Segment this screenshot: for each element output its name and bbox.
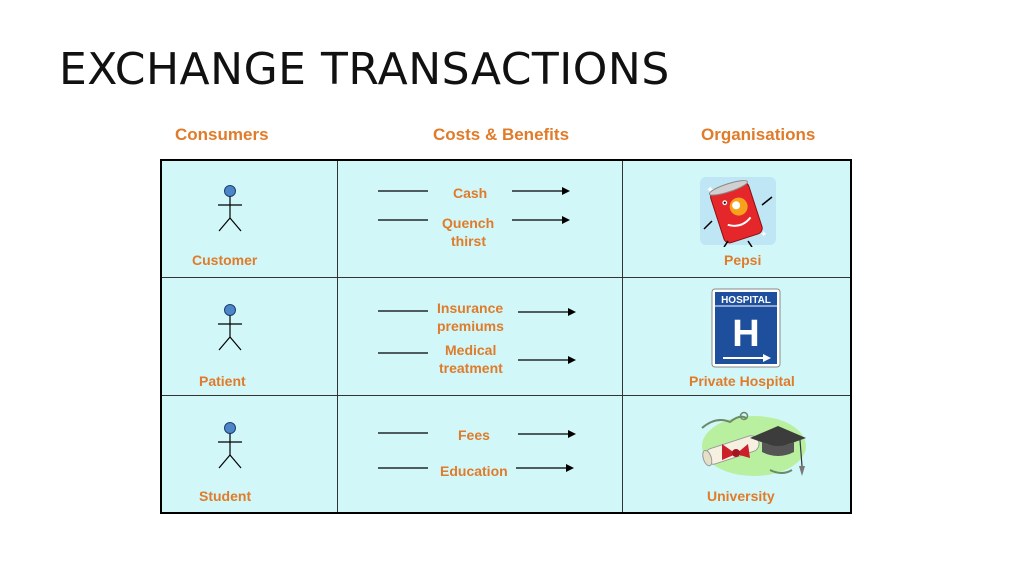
stick-figure-icon xyxy=(218,185,242,232)
plain-line xyxy=(378,310,428,312)
cost-label-cash: Cash xyxy=(453,185,488,201)
arrow-right-icon xyxy=(512,187,570,195)
arrow-right-icon xyxy=(516,464,574,472)
exchange-table: Customer Cash Quench thirst ✦ ✦ Pepsi Pa… xyxy=(160,159,852,514)
row-divider xyxy=(162,395,850,396)
header-organisations: Organisations xyxy=(701,125,816,144)
cost-label-medical: Medical xyxy=(445,342,497,358)
consumer-label-customer: Customer xyxy=(192,252,258,268)
header-costs-benefits: Costs & Benefits xyxy=(433,125,570,144)
page-title: EXCHANGE TRANSACTIONS xyxy=(59,44,670,95)
plain-line xyxy=(378,219,428,221)
arrow-right-icon xyxy=(512,216,570,224)
org-label-pepsi: Pepsi xyxy=(724,252,762,268)
org-label-university: University xyxy=(707,488,775,504)
consumer-label-student: Student xyxy=(199,488,252,504)
cost-label-insurance: Insurance xyxy=(437,300,504,316)
org-label-private-hospital: Private Hospital xyxy=(689,373,795,389)
column-divider xyxy=(622,161,623,512)
stick-figure-icon xyxy=(218,422,242,469)
cost-label-premiums: premiums xyxy=(437,318,504,334)
stick-figure-icon xyxy=(218,304,242,351)
hospital-sign-icon: HOSPITAL H xyxy=(711,288,781,368)
arrow-right-icon xyxy=(518,430,576,438)
plain-line xyxy=(378,467,428,469)
plain-line xyxy=(378,352,428,354)
plain-line xyxy=(378,190,428,192)
column-divider xyxy=(337,161,338,512)
cost-label-treatment: treatment xyxy=(439,360,503,376)
cost-label-fees: Fees xyxy=(458,427,490,443)
row-divider xyxy=(162,277,850,278)
diploma-cap-icon xyxy=(701,411,806,476)
svg-text:✦: ✦ xyxy=(706,185,714,196)
cost-label-thirst: thirst xyxy=(451,233,486,249)
header-consumers: Consumers xyxy=(175,125,269,144)
consumer-label-patient: Patient xyxy=(199,373,246,389)
sign-text: HOSPITAL xyxy=(721,295,771,306)
soda-can-icon: ✦ ✦ xyxy=(700,177,776,247)
cost-label-quench: Quench xyxy=(442,215,495,231)
arrow-right-icon xyxy=(518,356,576,364)
sign-letter: H xyxy=(732,313,759,355)
svg-text:✦: ✦ xyxy=(760,229,768,239)
cost-label-education: Education xyxy=(440,463,508,479)
arrow-right-icon xyxy=(518,308,576,316)
plain-line xyxy=(378,432,428,434)
